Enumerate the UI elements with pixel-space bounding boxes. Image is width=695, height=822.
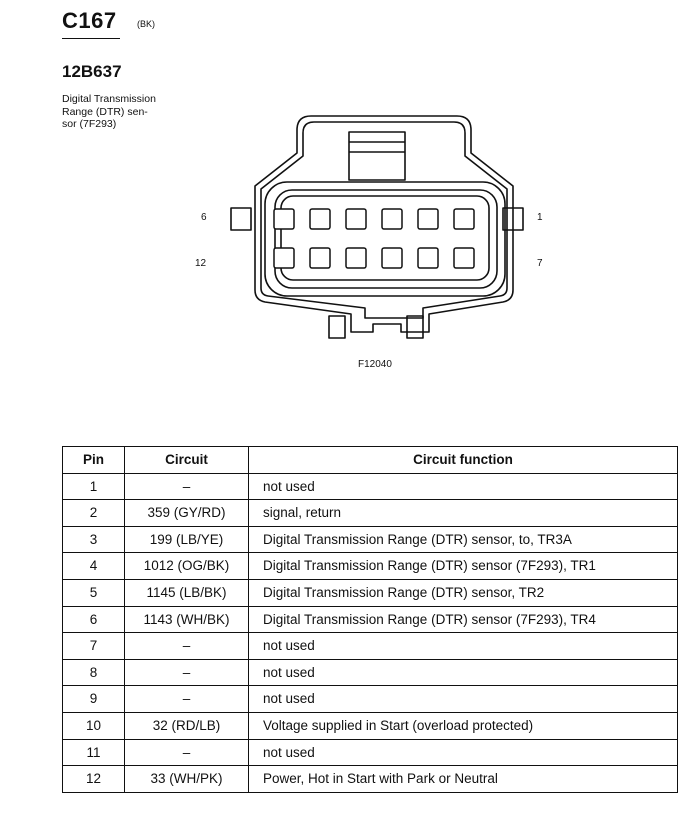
pin-cell: 7 — [62, 632, 125, 660]
pin-cavity — [273, 247, 295, 269]
side-tab-right — [502, 207, 524, 231]
pin-cavities — [273, 208, 475, 269]
pin-label-7: 7 — [537, 258, 543, 269]
pin-cavity — [345, 247, 367, 269]
pin-cavity — [273, 208, 295, 230]
circuit-cell: 359 (GY/RD) — [124, 499, 249, 527]
circuit-cell: 1143 (WH/BK) — [124, 605, 249, 634]
connector-id: C167 — [62, 8, 117, 33]
circuit-cell: 33 (WH/PK) — [124, 765, 249, 793]
circuit-cell: – — [124, 658, 249, 687]
cavity-housing-outer — [264, 181, 506, 297]
pin-cell: 8 — [62, 658, 125, 687]
pin-cavity — [453, 247, 475, 269]
pin-cavity — [417, 208, 439, 230]
header-pin: Pin — [62, 446, 125, 474]
pin-cavity — [417, 247, 439, 269]
connector-outer-shell — [254, 115, 514, 333]
circuit-cell: 1012 (OG/BK) — [124, 552, 249, 580]
description-line: Digital Transmission — [62, 93, 156, 105]
pin-cell: 9 — [62, 685, 125, 713]
function-cell: Digital Transmission Range (DTR) sensor … — [248, 605, 678, 634]
function-cell: not used — [248, 658, 678, 687]
circuit-cell: – — [124, 738, 249, 767]
table-row: 8–not used — [62, 658, 678, 687]
pin-label-6: 6 — [201, 212, 207, 223]
description-line: sor (7F293) — [62, 118, 117, 130]
pin-cavity — [309, 208, 331, 230]
pin-cavity — [381, 208, 403, 230]
circuit-cell: 1145 (LB/BK) — [124, 578, 249, 607]
pin-cavity — [345, 208, 367, 230]
pin-cell: 1 — [62, 472, 125, 501]
connector-color: (BK) — [137, 19, 155, 29]
pin-cell: 6 — [62, 605, 125, 634]
pin-cell: 12 — [62, 765, 125, 793]
header-circuit-function: Circuit function — [248, 446, 678, 474]
function-cell: Power, Hot in Start with Park or Neutral — [248, 765, 678, 793]
function-cell: not used — [248, 685, 678, 713]
pin-cell: 4 — [62, 552, 125, 580]
circuit-cell: 199 (LB/YE) — [124, 525, 249, 554]
bottom-foot-left — [328, 315, 346, 339]
side-tab-left — [230, 207, 252, 231]
description-line: Range (DTR) sen- — [62, 105, 148, 118]
function-cell: signal, return — [248, 499, 678, 527]
function-cell: Digital Transmission Range (DTR) sensor … — [248, 552, 678, 580]
table-row: 11–not used — [62, 738, 678, 767]
pin-cell: 2 — [62, 499, 125, 527]
pin-cell: 10 — [62, 711, 125, 740]
header-circuit: Circuit — [124, 446, 249, 474]
pin-label-1: 1 — [537, 212, 543, 223]
connector-face-diagram: 6 12 1 7 F12040 — [195, 115, 543, 370]
cavity-housing-inner — [274, 189, 498, 289]
pin-cell: 5 — [62, 578, 125, 607]
function-cell: not used — [248, 472, 678, 501]
function-cell: not used — [248, 632, 678, 660]
table-row: 1–not used — [62, 472, 678, 501]
function-cell: not used — [248, 738, 678, 767]
component-description: Digital Transmission Range (DTR) sen- so… — [62, 93, 182, 131]
pin-cavity — [381, 247, 403, 269]
table-header-row: Pin Circuit Circuit function — [62, 446, 678, 474]
pin-label-12: 12 — [195, 258, 207, 269]
function-cell: Digital Transmission Range (DTR) sensor,… — [248, 525, 678, 554]
circuit-cell: – — [124, 472, 249, 501]
pin-cavity — [453, 208, 475, 230]
pin-cell: 3 — [62, 525, 125, 554]
title-underline — [62, 38, 120, 39]
pin-cell: 11 — [62, 738, 125, 767]
circuit-cell: – — [124, 632, 249, 660]
function-cell: Digital Transmission Range (DTR) sensor,… — [248, 578, 678, 607]
part-number: 12B637 — [62, 62, 122, 81]
locking-latch — [348, 131, 406, 181]
bottom-foot-right — [406, 315, 424, 339]
circuit-cell: – — [124, 685, 249, 713]
table-row: 7–not used — [62, 632, 678, 660]
function-cell: Voltage supplied in Start (overload prot… — [248, 711, 678, 740]
circuit-cell: 32 (RD/LB) — [124, 711, 249, 740]
connector-inner-shell — [260, 121, 508, 319]
figure-id: F12040 — [358, 359, 392, 370]
table-row: 9–not used — [62, 685, 678, 713]
pin-cavity — [309, 247, 331, 269]
